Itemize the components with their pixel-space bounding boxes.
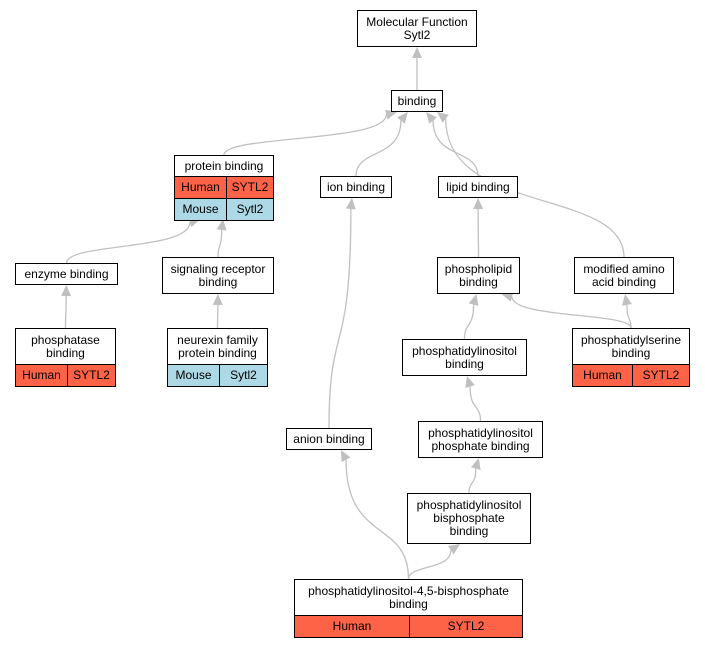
arrowhead (340, 450, 351, 463)
arrowhead (216, 219, 227, 231)
go-term-pip2[interactable]: phosphatidylinositol-4,5-bisphosphate bi… (294, 579, 523, 638)
edge-enzyme-to-protein (65, 222, 191, 264)
species-cell: Mouse (168, 365, 219, 386)
species-cell: Mouse (175, 199, 226, 220)
arrowhead (501, 291, 514, 302)
go-term-label: ion binding (326, 179, 386, 194)
arrowhead (385, 109, 397, 120)
species-cell: Human (16, 365, 67, 386)
go-term-label: modified amino acid binding (583, 261, 665, 289)
arrowhead (471, 458, 481, 470)
gene-cell: SYTL2 (632, 365, 689, 386)
arrowhead (437, 112, 449, 123)
go-term-mf[interactable]: Molecular Function Sytl2 (357, 10, 477, 47)
edge-signaling-to-protein (217, 229, 223, 258)
go-term-label: Molecular Function Sytl2 (366, 14, 468, 42)
go-term-enzyme[interactable]: enzyme binding (15, 263, 118, 285)
edge-ptdinsp-to-ptdins (469, 386, 482, 422)
edge-pip2-to-anion (345, 459, 410, 580)
arrowhead (465, 376, 475, 388)
gene-cell: SYTL2 (226, 177, 273, 198)
go-term-ptdins[interactable]: phosphatidylinositol binding (402, 339, 527, 376)
edge-protein-to-binding (223, 114, 387, 156)
go-term-label: phosphatidylserine binding (580, 332, 682, 360)
species-cell: Human (175, 177, 226, 198)
gene-cell: Sytl2 (219, 365, 267, 386)
go-term-label: protein binding (184, 158, 264, 173)
go-term-label: neurexin family protein binding (177, 332, 258, 360)
edge-ptdser-to-phospholipid (511, 296, 632, 329)
go-term-label: enzyme binding (24, 266, 109, 281)
edge-ptdser-to-modaa (626, 304, 632, 329)
gene-cell: SYTL2 (409, 616, 522, 637)
arrowhead (61, 285, 72, 297)
go-term-label: phospholipid binding (444, 261, 513, 289)
arrowhead (448, 544, 460, 555)
go-term-label: phosphatidylinositol-4,5-bisphosphate bi… (308, 583, 509, 611)
go-term-ptdinsp[interactable]: phosphatidylinositol phosphate binding (418, 421, 543, 458)
species-cell: Human (573, 365, 632, 386)
arrowhead (473, 198, 484, 210)
go-term-signaling[interactable]: signaling receptor binding (162, 257, 274, 294)
go-term-label: phosphatidylinositol bisphosphate bindin… (416, 498, 522, 538)
edge-lipid-to-binding (432, 120, 479, 177)
arrowhead (412, 47, 422, 58)
go-term-phospholipid[interactable]: phospholipid binding (437, 257, 520, 294)
go-term-ptdinsp2[interactable]: phosphatidylinositol bisphosphate bindin… (407, 493, 531, 544)
arrowhead (426, 112, 437, 124)
go-term-label: signaling receptor binding (170, 261, 266, 289)
go-term-binding[interactable]: binding (391, 90, 443, 112)
go-term-label: anion binding (293, 431, 365, 446)
go-term-anion[interactable]: anion binding (286, 428, 372, 450)
go-term-label: lipid binding (446, 179, 510, 194)
arrowhead (345, 198, 356, 210)
edge-pip2-to-ptdinsp2 (407, 550, 452, 580)
go-term-ion[interactable]: ion binding (320, 176, 392, 198)
go-term-modaa[interactable]: modified amino acid binding (574, 257, 674, 294)
arrowhead (468, 294, 479, 306)
species-cell: Human (295, 616, 409, 637)
go-term-lipid[interactable]: lipid binding (438, 176, 518, 198)
arrowhead (622, 294, 632, 306)
go-term-label: phosphatase binding (31, 332, 100, 360)
arrowhead (212, 294, 223, 306)
go-term-label: phosphatidylinositol binding (412, 343, 517, 371)
edge-ptdins-to-phospholipid (463, 304, 475, 340)
edge-anion-to-ion (328, 208, 352, 429)
go-term-label: binding (397, 93, 437, 108)
edge-ion-to-binding (355, 120, 402, 177)
gene-cell: SYTL2 (67, 365, 115, 386)
edge-modaa-to-binding (445, 118, 625, 258)
edge-ptdinsp2-to-ptdinsp (468, 468, 477, 494)
go-term-label: phosphatidylinositol phosphate binding (428, 425, 533, 453)
arrowhead (397, 112, 408, 124)
edge-phosphatase-to-enzyme (64, 295, 67, 329)
gene-cell: Sytl2 (226, 199, 273, 220)
